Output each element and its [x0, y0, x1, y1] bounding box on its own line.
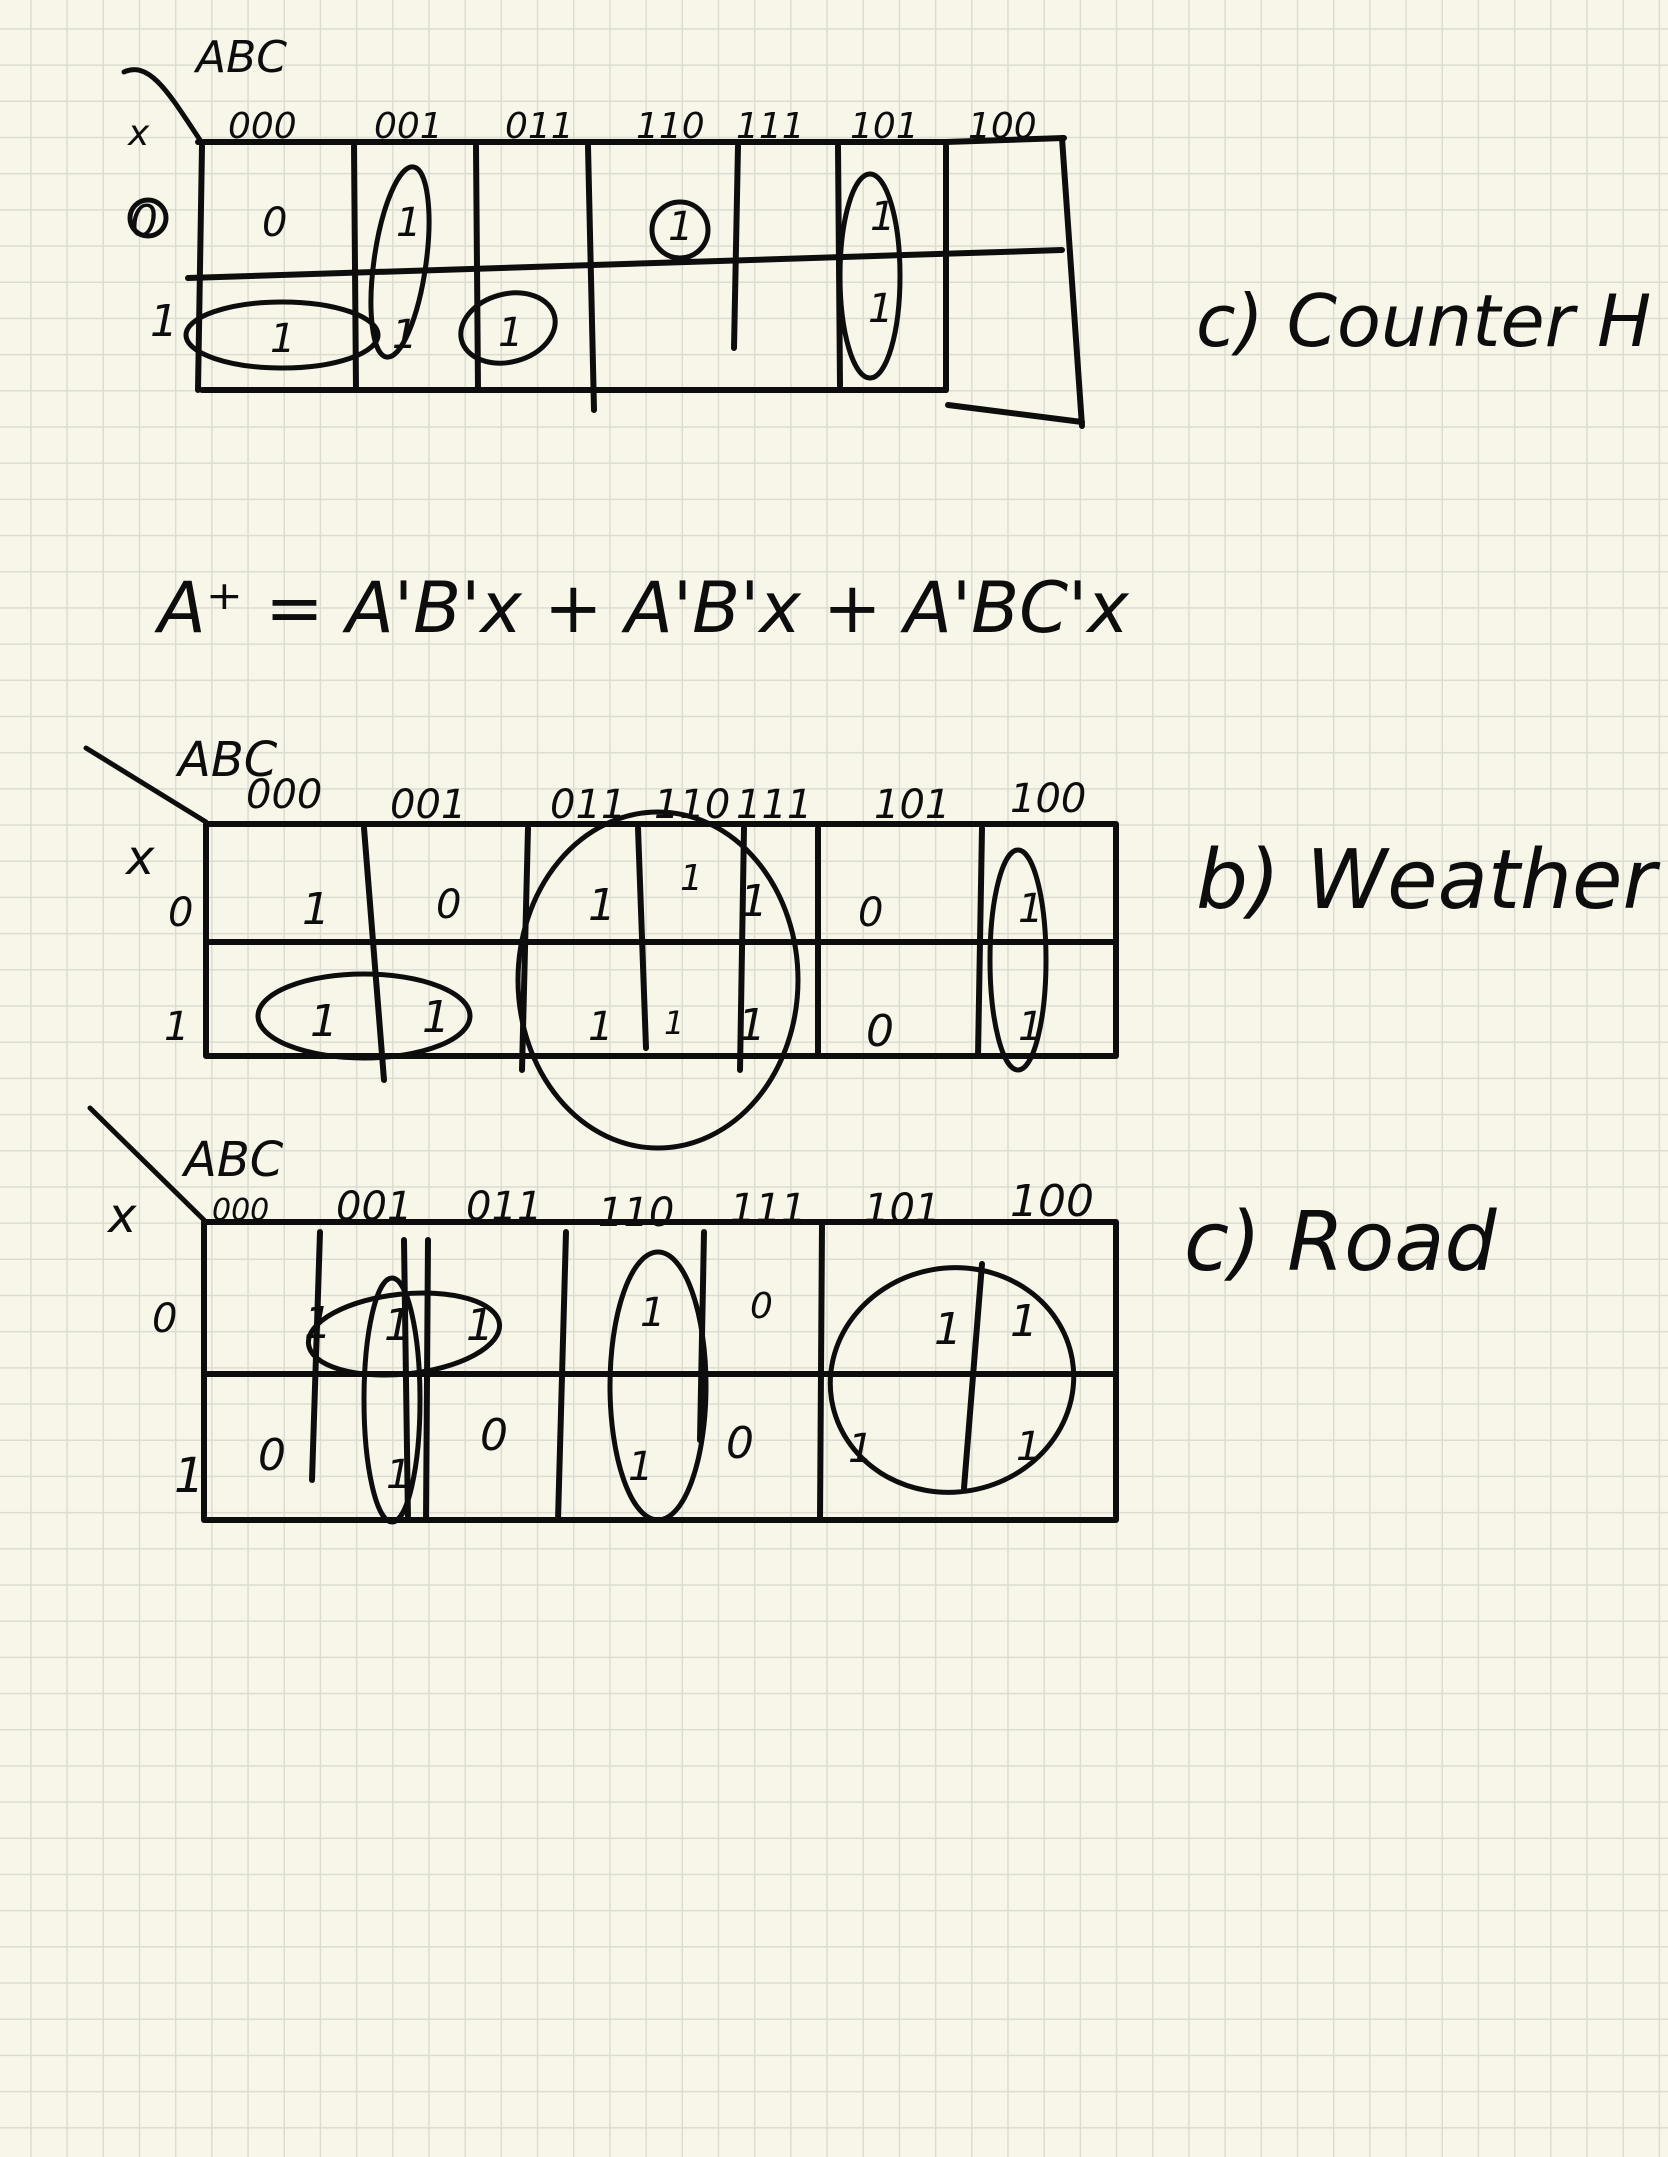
kmap-cell: 1 [680, 858, 703, 899]
kmap-group-loop [515, 809, 801, 1151]
kmap-cell: 1 [270, 316, 295, 362]
kmap-title: b) Weather [1196, 833, 1660, 928]
kmap-group-loop [827, 1265, 1077, 1495]
kmap-cell: 0 [866, 1006, 894, 1057]
kmap-cell: 1 [588, 1004, 613, 1050]
kmap-cell: 1 [740, 876, 768, 927]
kmap-cell: 1 [668, 204, 693, 250]
kmap-row-var: x [124, 830, 155, 886]
kmap-row-label: 0 [152, 1296, 177, 1342]
kmap-title: c) Road [1184, 1195, 1498, 1290]
kmap-col-label: 110 [598, 1190, 674, 1236]
kmap-grid-vline [817, 1221, 825, 1523]
next-state-equation: A⁺ = A'B'x + A'B'x + A'BC'x [154, 567, 1129, 649]
kmap-corner-slash [121, 67, 203, 143]
kmap-col-label: 101 [864, 1186, 940, 1232]
kmap-group-loop [255, 971, 473, 1061]
kmap-weather: ABC x 000 001 011 110 111 101 100 0 1 1 … [83, 732, 1660, 1151]
kmap-cell: 1 [396, 200, 421, 246]
kmap-group-loop [458, 290, 558, 366]
kmap-row-label: 1 [164, 1004, 189, 1050]
kmap-group-loop [837, 171, 903, 381]
kmap-cell: 1 [386, 1452, 411, 1498]
kmap-group-loop [607, 1249, 709, 1523]
kmap-grid-vline [423, 1237, 431, 1523]
kmap-cell: 1 [310, 996, 338, 1047]
kmap-grid-vline [585, 143, 597, 413]
kmap-row-label: 0 [168, 890, 193, 936]
kmap-col-label: 110 [654, 782, 730, 828]
kmap-col-label: 001 [390, 782, 466, 828]
kmap-cell: 0 [750, 1286, 773, 1327]
kmap-cell: 1 [1010, 1296, 1038, 1347]
kmap-cell: 0 [262, 200, 287, 246]
kmap-grid-vline [961, 1261, 985, 1491]
kmap-grid-mid [185, 247, 1065, 281]
kmap-group-loop [987, 847, 1049, 1073]
kmap-group-loop [305, 1290, 503, 1378]
kmap-group-loop [361, 1275, 423, 1525]
kmap-road: ABC x 000 001 011 110 111 101 100 0 1 1 … [87, 1105, 1498, 1525]
kmap-grid-vline [635, 825, 649, 1051]
kmap-cell: 0 [858, 890, 883, 936]
kmap-cell: 1 [302, 884, 330, 935]
kmap-col-label: 100 [1010, 1176, 1094, 1227]
kmap-cell: 1 [422, 992, 450, 1043]
kmap-title: c) Counter H [1196, 279, 1651, 363]
kmap-grid-vline [737, 825, 747, 1073]
kmap-grid-vline [361, 825, 387, 1083]
kmap-corner-slash [87, 1105, 207, 1223]
kmap-grid-vline [555, 1229, 569, 1523]
kmap-col-label: 100 [1010, 776, 1086, 822]
kmap-group-loop [127, 197, 169, 239]
kmap-row-var: x [106, 1188, 137, 1244]
kmap-col-label: 000 [246, 772, 322, 818]
kmap-var-header: ABC [193, 32, 287, 83]
kmap-cell: 0 [258, 1430, 286, 1481]
kmap-cell: 1 [868, 286, 893, 332]
kmap-group-loop [649, 199, 711, 261]
kmap-cell: 0 [436, 882, 461, 928]
kmap-row-label: 1 [174, 1448, 205, 1504]
kmap-grid-vline [1059, 135, 1085, 429]
kmap-grid-bottom [945, 402, 1085, 425]
kmap-col-label: 111 [730, 1186, 806, 1232]
kmap-corner-slash [83, 745, 209, 825]
kmap-cell: 1 [664, 1004, 684, 1042]
kmap-row-var: x [127, 113, 150, 154]
kmap-grid-vline [351, 143, 359, 393]
kmap-cell: 1 [640, 1290, 665, 1336]
kmap-cell: 0 [480, 1410, 508, 1461]
kmap-col-label: 111 [736, 782, 812, 828]
kmap-grid-vline [731, 143, 741, 351]
kmap-cell: 1 [934, 1304, 962, 1355]
kmap-var-header: ABC [181, 1132, 284, 1188]
kmap-cell: 1 [498, 310, 523, 356]
kmap-grid-top [943, 135, 1067, 145]
kmap-grid-vline [975, 825, 985, 1059]
kmap-cell: 0 [726, 1418, 754, 1469]
kmap-grid-vline [473, 143, 481, 393]
kmap-group-loop [183, 299, 381, 371]
kmap-cell: 1 [628, 1444, 653, 1490]
kmap-counter: ABC x 000 001 011 110 111 101 100 0 1 0 … [121, 32, 1651, 429]
kmap-cell: 1 [738, 1000, 766, 1051]
kmap-cell: 1 [588, 880, 616, 931]
kmap-group-loop [368, 164, 432, 360]
kmap-var-header: ABC [175, 732, 278, 788]
kmap-cell: 1 [384, 1300, 412, 1351]
kmap-col-label: 101 [874, 782, 950, 828]
kmap-row-label: 1 [150, 296, 178, 347]
